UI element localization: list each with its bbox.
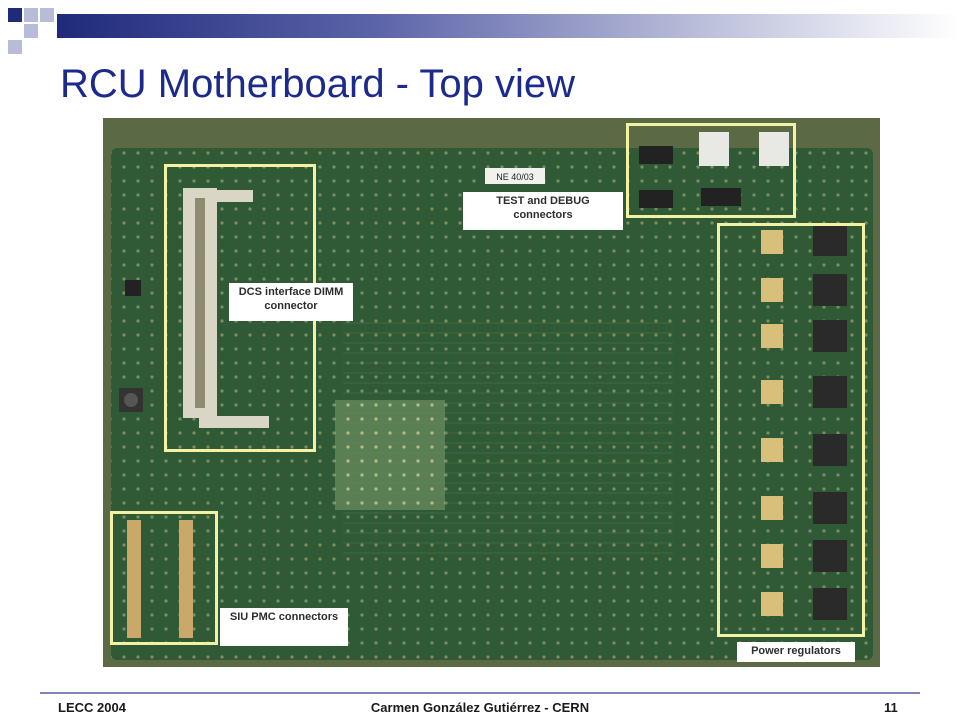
- footer-author: Carmen González Gutiérrez - CERN: [370, 700, 590, 715]
- dcs-label: DCS interface DIMM connector: [229, 283, 353, 321]
- siu-highlight-box: [110, 511, 218, 645]
- footer-page-number: 11: [884, 700, 898, 715]
- silkscreen-tag: NE 40/03: [496, 172, 534, 182]
- deco-square: [40, 8, 54, 22]
- footer-divider: [40, 692, 920, 694]
- siu-label: SIU PMC connectors: [220, 608, 348, 646]
- test-debug-highlight-box: [626, 123, 796, 218]
- test-debug-label: TEST and DEBUG connectors: [463, 192, 623, 230]
- title-gradient-band: [57, 14, 960, 38]
- board-photo: NE 40/03: [103, 118, 880, 667]
- deco-square: [24, 8, 38, 22]
- power-label: Power regulators: [737, 642, 855, 662]
- deco-square: [8, 40, 22, 54]
- board-drawing: NE 40/03: [103, 118, 880, 667]
- footer-event: LECC 2004: [58, 700, 126, 715]
- deco-square: [8, 8, 22, 22]
- slide-title: RCU Motherboard - Top view: [60, 62, 576, 106]
- deco-square: [24, 24, 38, 38]
- power-highlight-box: [717, 223, 865, 637]
